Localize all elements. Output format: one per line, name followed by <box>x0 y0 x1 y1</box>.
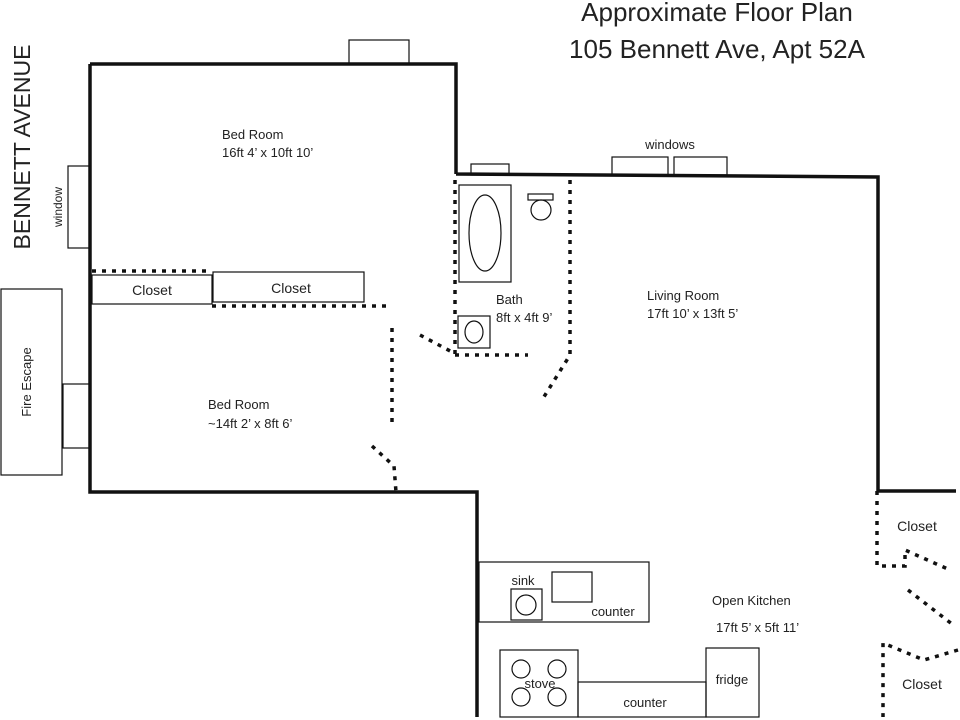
window-living-2 <box>673 156 728 176</box>
stove-label: stove <box>524 676 555 691</box>
outer-wall <box>88 62 956 717</box>
window-left <box>67 165 91 249</box>
door-swing-bath <box>419 333 453 354</box>
closet-box-a <box>91 274 213 305</box>
closet-upper-right-wall <box>875 491 951 572</box>
burner-3 <box>511 687 531 707</box>
top-bay <box>348 39 410 65</box>
kitchen-sink <box>510 588 543 621</box>
bath-sink-basin <box>464 320 484 344</box>
room-name-bedroom1: Bed Room <box>222 127 283 142</box>
counter-label-a: counter <box>591 604 635 619</box>
door-swing-bedroom2 <box>370 444 398 493</box>
fire-escape <box>0 288 63 476</box>
fire-escape-label: Fire Escape <box>19 347 34 416</box>
room-name-bedroom2: Bed Room <box>208 397 269 412</box>
window-bath <box>470 163 510 176</box>
fridge-label: fridge <box>716 672 749 687</box>
bath-sink <box>457 315 491 349</box>
closet-box-b <box>212 271 365 303</box>
toilet-tank <box>527 193 554 201</box>
room-name-living: Living Room <box>647 288 719 303</box>
burner-1 <box>511 659 531 679</box>
burner-2 <box>547 659 567 679</box>
room-size-bath: 8ft x 4ft 9’ <box>496 310 552 325</box>
sink-counter <box>478 561 650 623</box>
kitchen-sink-basin <box>515 594 537 616</box>
room-name-bath: Bath <box>496 292 523 307</box>
street-label: BENNETT AVENUE <box>9 45 35 250</box>
counter-label-b: counter <box>623 695 667 710</box>
partition-bath-right <box>540 180 572 401</box>
closet-label-a: Closet <box>132 282 172 298</box>
room-size-kitchen: 17ft 5’ x 5ft 11’ <box>716 620 799 635</box>
plan-title: Approximate Floor Plan <box>581 0 853 27</box>
closet-label-b: Closet <box>271 280 311 296</box>
room-size-bedroom1: 16ft 4’ x 10ft 10’ <box>222 145 313 160</box>
window-living-1 <box>611 156 669 176</box>
toilet-bowl <box>530 199 552 221</box>
door-swing-closet <box>906 588 954 626</box>
closet-label-d: Closet <box>902 676 942 692</box>
burner-4 <box>547 687 567 707</box>
closet-label-c: Closet <box>897 518 937 534</box>
room-size-bedroom2: ~14ft 2’ x 8ft 6’ <box>208 416 293 431</box>
window-label: window <box>51 187 65 228</box>
bathtub-basin <box>468 194 502 272</box>
room-size-living: 17ft 10’ x 13ft 5’ <box>647 306 738 321</box>
plan-address: 105 Bennett Ave, Apt 52A <box>569 34 866 64</box>
fridge <box>705 647 760 718</box>
room-name-kitchen: Open Kitchen <box>712 593 791 608</box>
window-fire-escape <box>62 383 91 449</box>
counter-inset <box>551 571 593 603</box>
bathtub <box>458 184 512 283</box>
windows-label: windows <box>644 137 695 152</box>
sink-label: sink <box>511 573 535 588</box>
